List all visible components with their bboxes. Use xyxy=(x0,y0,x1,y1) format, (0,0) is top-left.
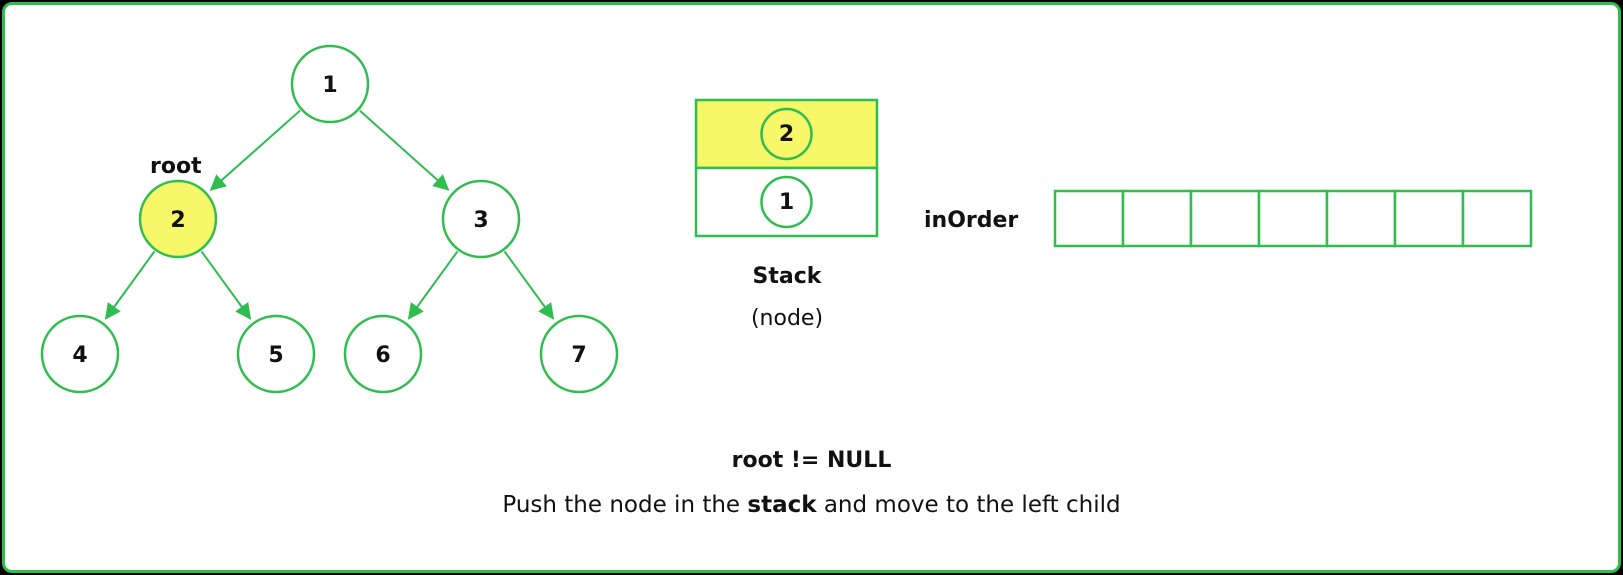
tree-edge-2-4 xyxy=(104,250,156,320)
inorder-cell-box xyxy=(1393,189,1465,248)
inorder-label: inOrder xyxy=(924,208,1018,233)
inorder-cell-box xyxy=(1053,189,1125,248)
inorder-cell xyxy=(1393,189,1465,248)
tree-edges xyxy=(104,109,555,320)
inorder-cell xyxy=(1053,189,1125,248)
tree-node-circle xyxy=(290,44,370,124)
inorder-cell-box xyxy=(1189,189,1261,248)
tree-node-label: 6 xyxy=(375,343,390,368)
stack-subtitle: (node) xyxy=(751,306,823,331)
stack-title: Stack xyxy=(753,264,823,289)
tree-node-circle xyxy=(138,179,218,259)
tree-node-circle xyxy=(539,314,619,394)
inorder-cell xyxy=(1189,189,1261,248)
stack-item-circle xyxy=(760,175,813,229)
stack-item-label: 2 xyxy=(779,122,794,147)
inorder-cell xyxy=(1121,189,1193,248)
tree-node-3: 3 xyxy=(441,179,521,259)
stack-item-circle xyxy=(760,107,813,161)
tree-node-4: 4 xyxy=(40,314,120,394)
tree-node-label: 2 xyxy=(170,208,185,233)
condition-title: root != NULL xyxy=(731,448,892,473)
tree-edge-1-2 xyxy=(209,109,301,191)
stack-item-label: 1 xyxy=(779,190,794,215)
tree-node-circle xyxy=(441,179,521,259)
tree-node-label: 4 xyxy=(72,343,87,368)
inorder-cell xyxy=(1325,189,1397,248)
inorder-cell xyxy=(1461,189,1533,248)
inorder-cell-box xyxy=(1461,189,1533,248)
tree-node-circle xyxy=(343,314,423,394)
root-pointer-label: root xyxy=(150,154,202,179)
stack-item: 1 xyxy=(694,166,879,238)
tree-node-label: 7 xyxy=(571,343,586,368)
tree-node-7: 7 xyxy=(539,314,619,394)
stack: 21 xyxy=(694,98,879,238)
tree-edge-3-6 xyxy=(407,250,459,320)
tree-edge-2-5 xyxy=(200,250,252,320)
tree-node-2: 2 xyxy=(138,179,218,259)
tree-node-5: 5 xyxy=(236,314,316,394)
inorder-cell-box xyxy=(1325,189,1397,248)
inorder-cell xyxy=(1257,189,1329,248)
inorder-cell-box xyxy=(1257,189,1329,248)
tree-edge-3-7 xyxy=(503,250,555,320)
tree-node-circle xyxy=(40,314,120,394)
tree-node-1: 1 xyxy=(290,44,370,124)
step-text-before: Push the node in the xyxy=(502,492,748,518)
inorder-array xyxy=(1053,189,1533,248)
tree-node-label: 1 xyxy=(322,73,337,98)
step-text-bold: stack xyxy=(747,492,817,518)
tree-node-label: 5 xyxy=(268,343,283,368)
tree-nodes: 1 2 3 4 5 6 7 xyxy=(40,44,619,394)
tree-node-6: 6 xyxy=(343,314,423,394)
tree-edge-1-3 xyxy=(359,109,450,191)
tree-node-label: 3 xyxy=(473,208,488,233)
step-text-after: and move to the left child xyxy=(816,492,1121,518)
inorder-cell-box xyxy=(1121,189,1193,248)
stack-item: 2 xyxy=(694,98,879,170)
tree-node-circle xyxy=(236,314,316,394)
step-description: Push the node in the stack and move to t… xyxy=(0,492,1623,518)
